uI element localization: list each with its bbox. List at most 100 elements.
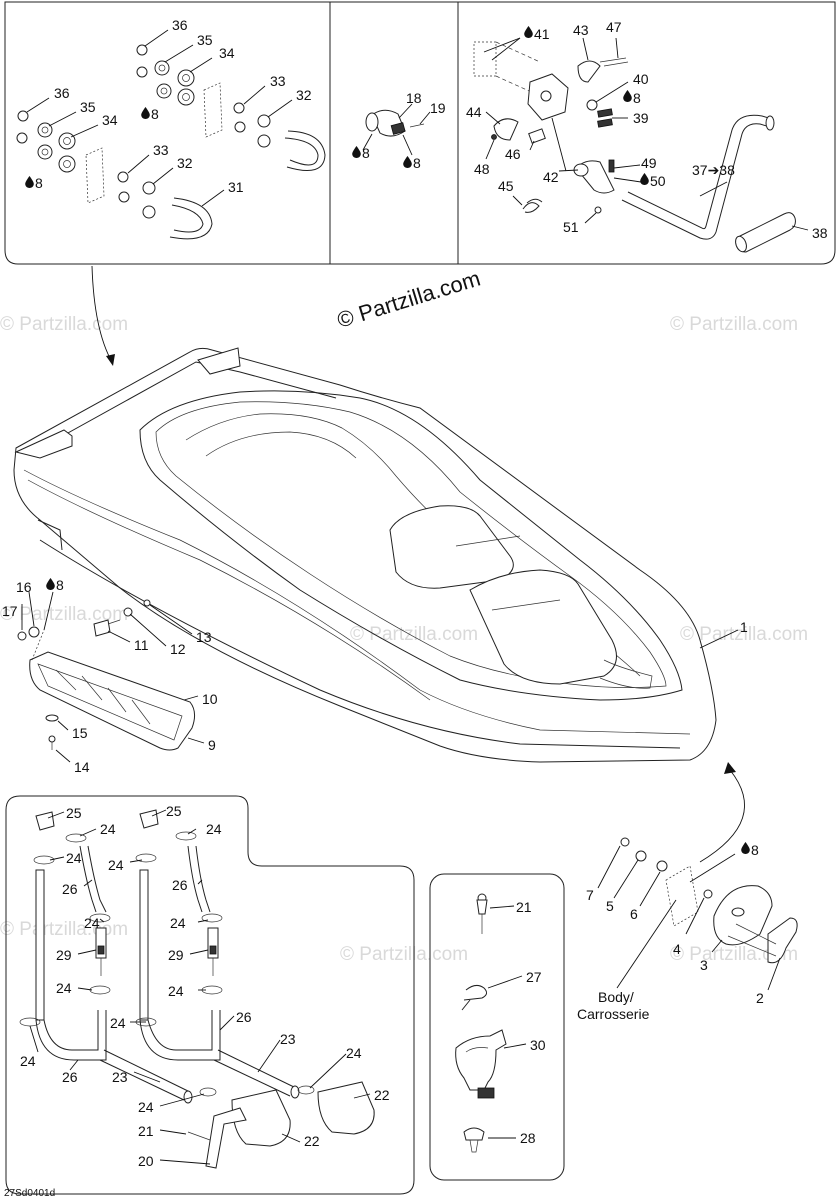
bottom-left-panel <box>5 795 415 1195</box>
callout-label: 13 <box>196 629 212 645</box>
callout-label: 9 <box>208 737 216 753</box>
callout-label: 22 <box>374 1087 390 1103</box>
callout-label: 4 <box>673 941 681 957</box>
callout-label: 33 <box>153 142 169 158</box>
body-label: Carrosserie <box>577 1006 650 1022</box>
callout-label: 21 <box>516 899 532 915</box>
callout-label: 45 <box>498 178 514 194</box>
side-step-assembly <box>17 599 196 751</box>
callout-label: 24 <box>66 850 82 866</box>
arrow-head <box>106 354 115 366</box>
callout-label: 24 <box>168 983 184 999</box>
callout-label: 19 <box>430 100 446 116</box>
towing-eye-assembly <box>620 762 798 964</box>
boarding-step-assembly <box>473 41 796 253</box>
callout-label: 29 <box>168 947 184 963</box>
callout-label: 11 <box>134 637 149 653</box>
body-label: Body/ <box>598 989 634 1005</box>
callout-label: 24 <box>84 915 100 931</box>
callout-label: 28 <box>520 1130 536 1146</box>
callout-label: 32 <box>177 155 193 171</box>
callout-label: 34 <box>102 112 118 128</box>
top-panel <box>4 1 836 265</box>
callout-label: 21 <box>138 1123 154 1139</box>
callout-label: 24 <box>100 821 116 837</box>
callout-label: 8 <box>413 155 421 171</box>
watermark-text: © Partzilla.com <box>0 314 128 335</box>
towing-eye-callouts: 8 7 5 6 4 3 2 Body/ Carrosserie <box>577 842 764 1022</box>
callout-label: 42 <box>543 169 559 185</box>
callout-label: 26 <box>172 877 188 893</box>
callout-label: 7 <box>586 887 594 903</box>
callout-label: 25 <box>166 803 182 819</box>
hose-assembly-left <box>35 811 193 1104</box>
top-callouts: 36 35 34 8 33 32 36 35 34 8 33 32 31 18 … <box>25 17 828 241</box>
callout-label: 24 <box>170 915 186 931</box>
callout-label: 12 <box>170 641 186 657</box>
brand-watermark: © Partzilla.com <box>334 266 483 333</box>
callout-label: 24 <box>20 1053 36 1069</box>
latch-assembly <box>362 103 431 156</box>
callout-label: 14 <box>74 759 90 775</box>
callout-label: 46 <box>505 146 521 162</box>
callout-label: 43 <box>573 22 589 38</box>
watermark-text: © Partzilla.com <box>670 314 798 335</box>
side-step-leaders <box>21 591 205 763</box>
callout-label: 33 <box>270 73 286 89</box>
callout-label: 38 <box>812 225 828 241</box>
watermark-text: © Partzilla.com <box>670 944 798 965</box>
hose-callouts: 25 24 24 26 24 29 24 24 26 23 24 25 24 2… <box>20 803 390 1169</box>
callout-label: 39 <box>633 110 649 126</box>
callout-label: 35 <box>80 99 96 115</box>
callout-label: 24 <box>56 980 72 996</box>
callout-label: 31 <box>228 179 244 195</box>
callout-label: 27 <box>526 969 542 985</box>
callout-label: 24 <box>108 857 124 873</box>
callout-label: 29 <box>56 947 72 963</box>
callout-label: 25 <box>66 805 82 821</box>
callout-label: 8 <box>151 106 159 122</box>
callout-label: 8 <box>633 90 641 106</box>
callout-label: 24 <box>110 1015 126 1031</box>
callout-label: 20 <box>138 1153 154 1169</box>
callout-label: 44 <box>466 104 482 120</box>
callout-label: 26 <box>236 1009 252 1025</box>
callout-label: 22 <box>304 1133 320 1149</box>
watermark-text: © Partzilla.com <box>350 624 478 645</box>
towing-eye-leaders <box>597 845 781 991</box>
callout-label: 24 <box>138 1099 154 1115</box>
callout-label: 23 <box>112 1069 128 1085</box>
fastener-leaders <box>487 905 527 1139</box>
callout-label: 26 <box>62 881 78 897</box>
callout-label: 47 <box>606 19 622 35</box>
callout-label: 6 <box>630 906 638 922</box>
hose-assembly-right <box>19 809 375 1169</box>
watermark-text: © Partzilla.com <box>0 604 128 625</box>
side-step-callouts: 17 16 8 11 12 13 10 9 15 14 <box>2 577 218 775</box>
watermark-text: © Partzilla.com <box>0 919 128 940</box>
callout-label: 8 <box>56 577 64 593</box>
callout-label: 36 <box>172 17 188 33</box>
callout-label: 24 <box>346 1045 362 1061</box>
callout-label: 18 <box>406 90 422 106</box>
callout-label: 8 <box>751 842 759 858</box>
callout-label: 41 <box>534 26 550 42</box>
reference-code: 27Sd0401d <box>4 1188 55 1199</box>
callout-label: 30 <box>530 1037 546 1053</box>
callout-label: 50 <box>650 173 666 189</box>
callout-label: 16 <box>16 579 32 595</box>
callout-label: 1 <box>740 619 748 635</box>
callout-label: 23 <box>280 1031 296 1047</box>
fasteners-panel <box>429 873 565 1181</box>
callout-label: 51 <box>563 219 579 235</box>
fastener-callouts: 21 27 30 28 <box>516 899 546 1146</box>
watermark-text: © Partzilla.com <box>340 944 468 965</box>
top-right-leaders <box>483 37 809 231</box>
watercraft-body <box>13 347 717 763</box>
callout-label: 37➔38 <box>692 162 735 178</box>
callout-label: 10 <box>202 691 218 707</box>
callout-label: 32 <box>296 87 312 103</box>
top-left-leaders <box>26 29 293 207</box>
callout-label: 15 <box>72 725 88 741</box>
